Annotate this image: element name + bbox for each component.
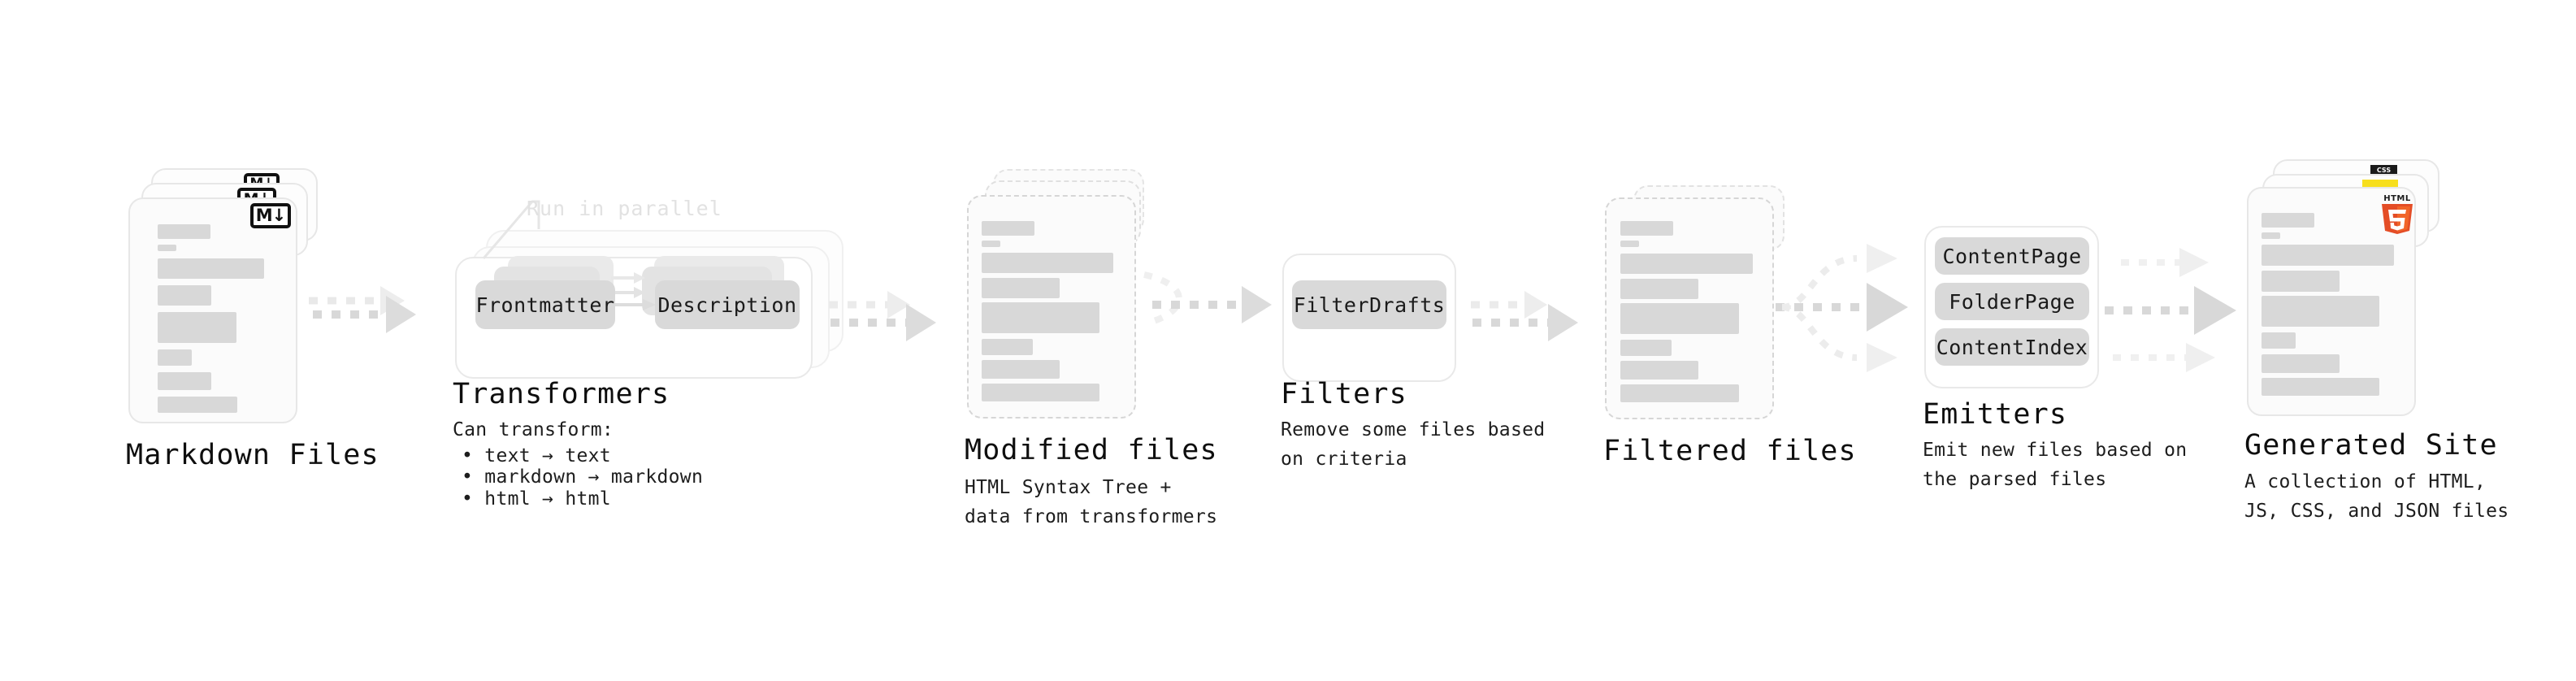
content-bar — [2262, 245, 2394, 266]
emitters-description: Emit new files based on the parsed files — [1923, 440, 2188, 490]
transformer-ghost-arrows — [611, 272, 645, 298]
transformers-bullet-3: • html → html — [462, 488, 611, 510]
content-bar — [982, 384, 1099, 401]
html5-badge-top-text: HTML — [2383, 194, 2411, 203]
transformer-pill-frontmatter[interactable]: Frontmatter — [475, 280, 615, 329]
transformers-bullet-2: • markdown → markdown — [462, 466, 704, 488]
markdown-file-card-front — [128, 197, 297, 423]
content-bar — [158, 349, 192, 366]
transformer-pill-description[interactable]: Description — [655, 280, 800, 329]
content-bar — [2262, 271, 2340, 292]
content-bar — [2262, 296, 2379, 327]
modified-files-description: HTML Syntax Tree + data from transformer… — [965, 477, 1218, 527]
stage-title-transformers: Transformers — [453, 378, 670, 410]
content-bar — [2262, 378, 2379, 396]
transformers-description: Can transform: — [453, 419, 614, 440]
content-bar — [982, 278, 1060, 298]
transformer-arrow-frontmatter-to-description — [615, 299, 656, 310]
emitter-pill-folderpage[interactable]: FolderPage — [1935, 283, 2089, 320]
content-bar — [982, 221, 1034, 236]
content-bar — [1620, 254, 1753, 274]
content-bar — [2262, 213, 2314, 228]
content-bar — [1620, 340, 1672, 356]
stage-title-markdown-files: Markdown Files — [126, 439, 379, 471]
content-bar — [1620, 384, 1739, 402]
content-bar — [2262, 332, 2296, 349]
connector-markdown-to-transformers — [309, 286, 416, 333]
run-in-parallel-annotation: Run in parallel — [527, 197, 722, 220]
content-bar — [982, 241, 1000, 247]
css-badge-text: CSS — [2377, 167, 2391, 174]
content-bar — [158, 285, 211, 306]
markdown-badge-front: M↓ — [250, 203, 291, 228]
html5-badge: HTML — [2377, 192, 2418, 234]
content-bar — [982, 302, 1099, 333]
connector-filtered-to-emitters — [1776, 244, 1908, 372]
content-bar — [1620, 303, 1739, 334]
generated-site-description: A collection of HTML, JS, CSS, and JSON … — [2244, 471, 2509, 522]
content-bar — [2262, 232, 2280, 239]
filter-pill-filterdrafts[interactable]: FilterDrafts — [1292, 280, 1446, 329]
content-bar — [1620, 279, 1698, 299]
content-bar — [158, 245, 176, 251]
content-bar — [982, 253, 1113, 273]
emitter-pill-contentindex[interactable]: ContentIndex — [1935, 328, 2089, 366]
stage-title-generated-site: Generated Site — [2244, 429, 2498, 462]
connector-transformers-to-modified — [829, 291, 936, 341]
connector-modified-to-filters — [1143, 271, 1272, 324]
content-bar — [158, 312, 236, 343]
content-bar — [982, 360, 1060, 379]
content-bar — [158, 258, 264, 279]
emitter-pill-contentpage[interactable]: ContentPage — [1935, 237, 2089, 275]
run-in-parallel-leader — [482, 200, 540, 259]
transformers-bullet-1: • text → text — [462, 445, 611, 466]
content-bar — [1620, 241, 1639, 247]
content-bar — [1620, 361, 1698, 380]
content-bar — [158, 397, 237, 413]
stage-title-filters: Filters — [1281, 378, 1407, 410]
stage-title-filtered-files: Filtered files — [1603, 435, 1857, 467]
connector-filters-to-filtered — [1471, 291, 1578, 341]
html5-logo-svg: HTML — [2382, 194, 2413, 234]
stage-title-modified-files: Modified files — [965, 434, 1218, 466]
connector-emitters-to-site — [2105, 248, 2236, 372]
content-bar — [158, 224, 210, 239]
content-bar — [1620, 221, 1673, 236]
content-bar — [2262, 354, 2340, 373]
content-bar — [158, 372, 211, 390]
filters-description: Remove some files based on criteria — [1281, 419, 1546, 470]
stage-title-emitters: Emitters — [1923, 398, 2068, 431]
content-bar — [982, 339, 1033, 355]
